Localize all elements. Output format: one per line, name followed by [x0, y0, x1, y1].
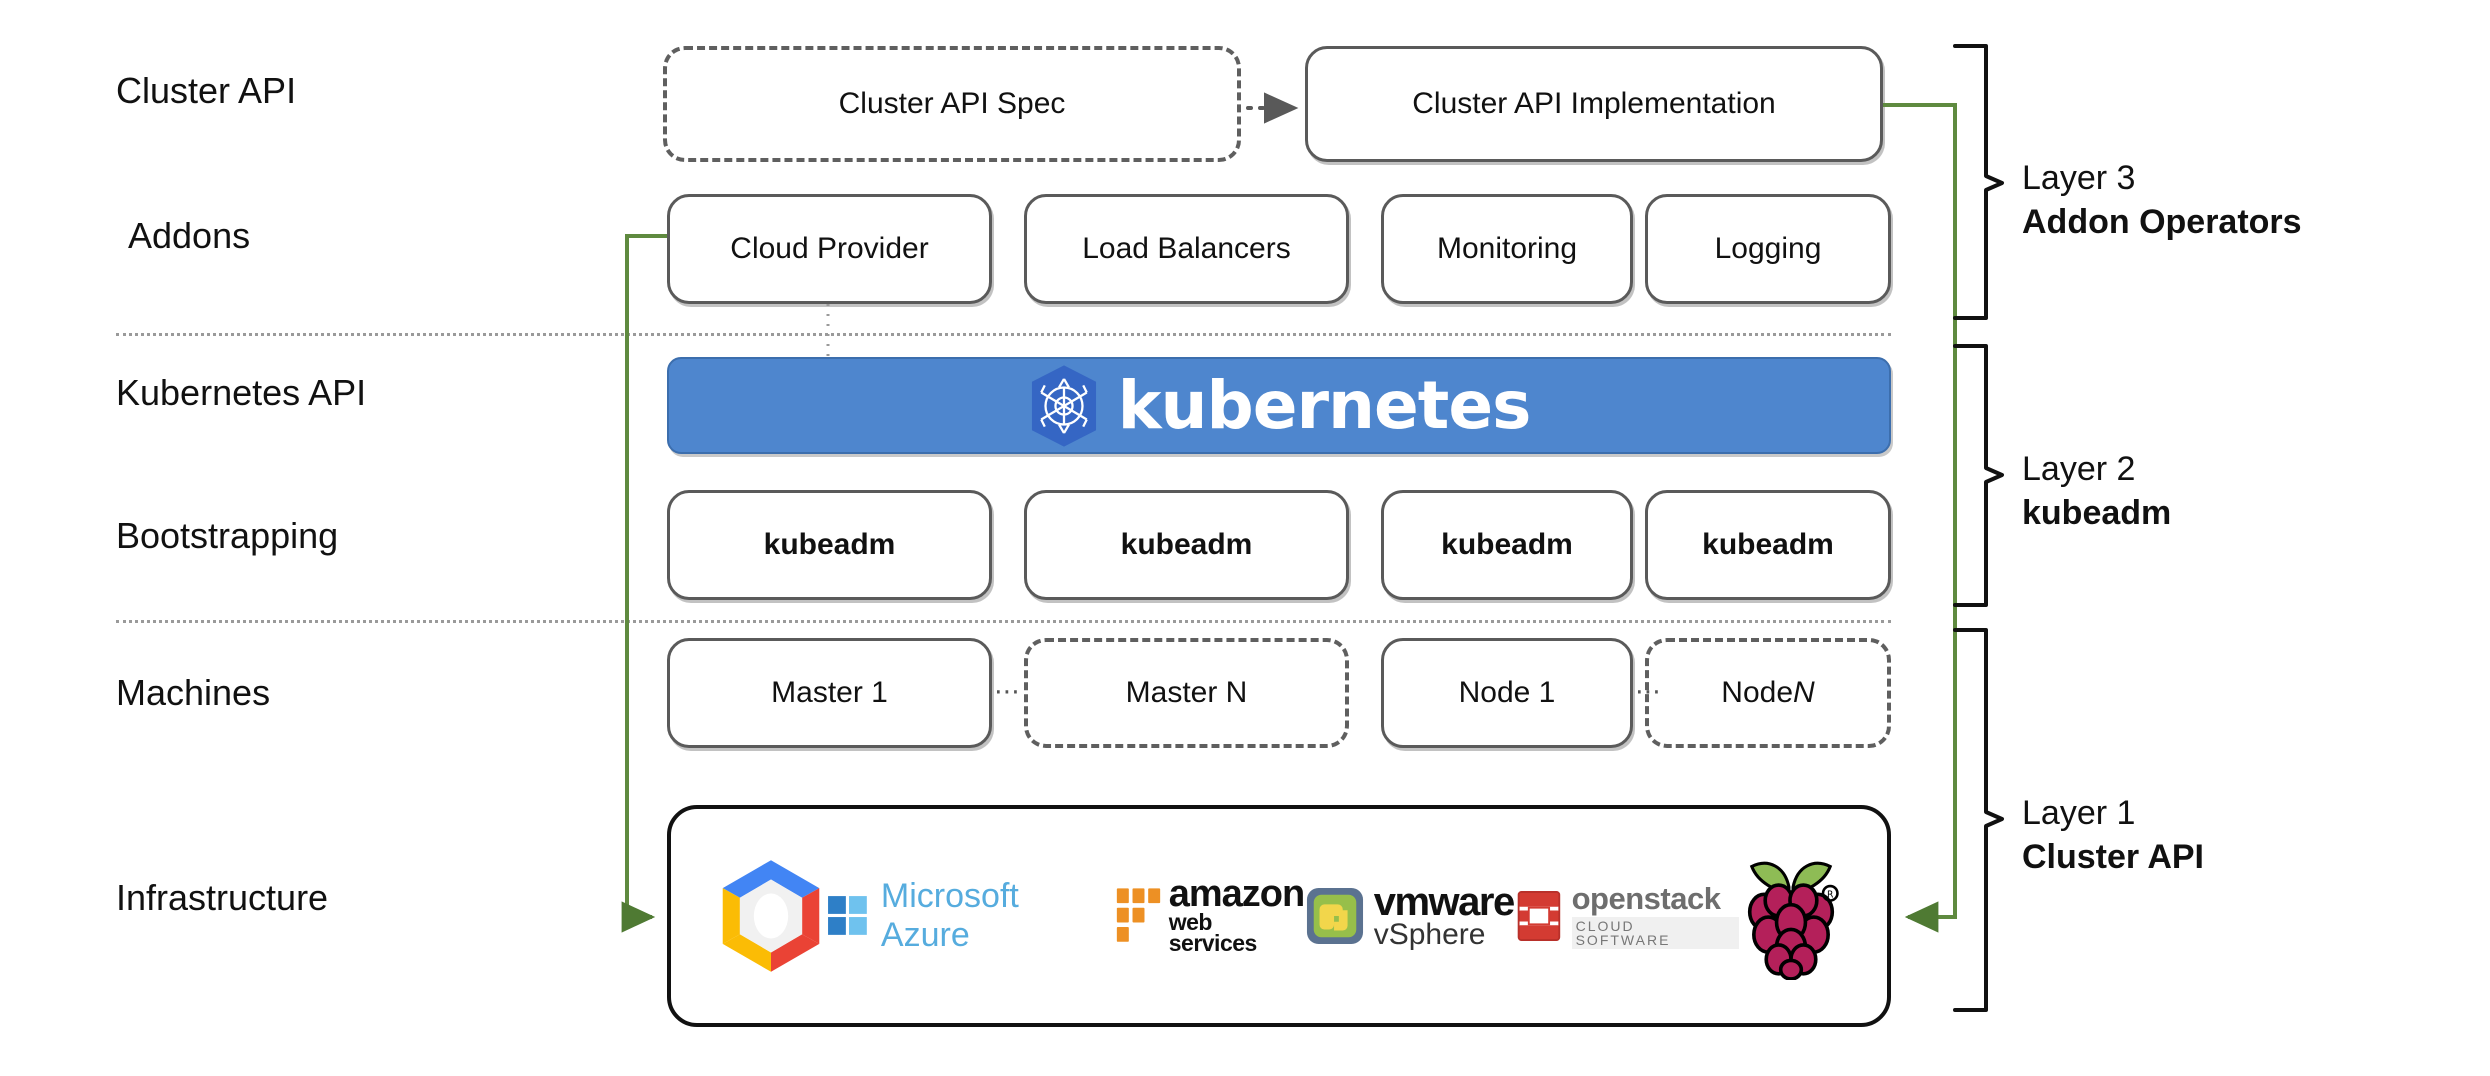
- bracket-layer-1: [1953, 628, 2004, 1012]
- infrastructure-box[interactable]: Microsoft Azure amazon web services: [667, 805, 1891, 1027]
- amazon-web-services-logo: amazon web services: [1115, 873, 1306, 957]
- openstack-wordmark: openstack: [1571, 881, 1721, 916]
- connector-implementation-to-infrastructure: [1883, 103, 1957, 933]
- amazon-sub-wordmark: web services: [1168, 909, 1258, 957]
- box-label: Load Balancers: [1082, 232, 1291, 265]
- box-logging[interactable]: Logging: [1645, 194, 1891, 304]
- box-kubeadm-1[interactable]: kubeadm: [667, 490, 992, 600]
- box-label: Monitoring: [1436, 232, 1578, 265]
- box-master-n[interactable]: Master N: [1024, 638, 1349, 748]
- google-cloud-platform-logo: [715, 857, 827, 975]
- box-label-italic: N: [1793, 676, 1815, 709]
- row-label-machines: Machines: [116, 672, 271, 713]
- layer-caption-2-top: Layer 2: [2022, 450, 2136, 488]
- vsphere-wordmark: vSphere: [1373, 917, 1486, 951]
- layer-caption-3-top: Layer 3: [2022, 159, 2136, 197]
- box-kubeadm-2[interactable]: kubeadm: [1024, 490, 1349, 600]
- row-label-bootstrapping: Bootstrapping: [116, 515, 339, 556]
- box-label: kubeadm: [1702, 528, 1834, 561]
- connector-cloud-provider-to-infrastructure: [621, 234, 667, 933]
- openstack-logo: openstack CLOUD SOFTWARE: [1514, 881, 1740, 949]
- box-master-1[interactable]: Master 1: [667, 638, 992, 748]
- separator-layer2-layer1: [116, 620, 1891, 623]
- box-label: Master 1: [771, 676, 888, 709]
- layer-caption-1-top: Layer 1: [2022, 794, 2136, 832]
- box-node-1[interactable]: Node 1: [1381, 638, 1633, 748]
- layer-caption-2-bottom: kubeadm: [2022, 493, 2172, 532]
- ellipsis-master: ⋯: [994, 676, 1022, 706]
- row-label-kubernetes-api: Kubernetes API: [116, 372, 367, 413]
- box-cluster-api-spec[interactable]: Cluster API Spec: [663, 46, 1241, 162]
- vmware-wordmark: vmware: [1373, 879, 1515, 924]
- box-label: Master N: [1125, 676, 1248, 709]
- row-label-cluster-api: Cluster API: [116, 70, 297, 111]
- bracket-layer-3: [1953, 44, 2004, 320]
- box-label: kubeadm: [1441, 528, 1573, 561]
- box-label: kubeadm: [1120, 528, 1253, 561]
- box-label: Cluster API Spec: [838, 87, 1066, 120]
- box-cluster-api-implementation[interactable]: Cluster API Implementation: [1305, 46, 1883, 162]
- kubernetes-banner[interactable]: kubernetes: [667, 357, 1891, 454]
- vmware-vsphere-logo: vmware vSphere: [1306, 879, 1515, 951]
- ellipsis-node: ⋯: [1635, 676, 1663, 706]
- box-label: kubeadm: [763, 528, 896, 561]
- box-label: Cloud Provider: [730, 232, 929, 265]
- layer-caption-1-bottom: Cluster API: [2022, 837, 2205, 876]
- microsoft-azure-logo: Microsoft Azure: [827, 877, 1115, 955]
- layer-caption-3: Layer 3 Addon Operators: [2022, 157, 2302, 244]
- amazon-wordmark: amazon: [1168, 873, 1305, 916]
- row-label-addons: Addons: [128, 215, 251, 256]
- layer-caption-2: Layer 2 kubeadm: [2022, 448, 2171, 535]
- kubernetes-helm-icon: [1028, 364, 1100, 448]
- box-load-balancers[interactable]: Load Balancers: [1024, 194, 1349, 304]
- box-label: Cluster API Implementation: [1412, 87, 1776, 120]
- separator-layer3-layer2: [116, 333, 1891, 336]
- layer-caption-3-bottom: Addon Operators: [2022, 202, 2302, 241]
- layer-caption-1: Layer 1 Cluster API: [2022, 792, 2204, 879]
- azure-wordmark: Microsoft Azure: [880, 877, 1019, 954]
- row-label-infrastructure: Infrastructure: [116, 877, 329, 918]
- svg-text:R: R: [1827, 889, 1834, 900]
- openstack-sub-wordmark: CLOUD SOFTWARE: [1571, 917, 1740, 949]
- box-label: Node 1: [1458, 676, 1556, 709]
- box-node-n[interactable]: Node N: [1645, 638, 1891, 748]
- box-cloud-provider[interactable]: Cloud Provider: [667, 194, 992, 304]
- box-label: Logging: [1714, 232, 1822, 265]
- box-kubeadm-4[interactable]: kubeadm: [1645, 490, 1891, 600]
- box-monitoring[interactable]: Monitoring: [1381, 194, 1633, 304]
- raspberry-pi-logo: R: [1739, 852, 1843, 980]
- bracket-layer-2: [1953, 344, 2004, 607]
- box-kubeadm-3[interactable]: kubeadm: [1381, 490, 1633, 600]
- kubernetes-wordmark: kubernetes: [1117, 367, 1532, 444]
- box-label-prefix: Node: [1721, 676, 1794, 709]
